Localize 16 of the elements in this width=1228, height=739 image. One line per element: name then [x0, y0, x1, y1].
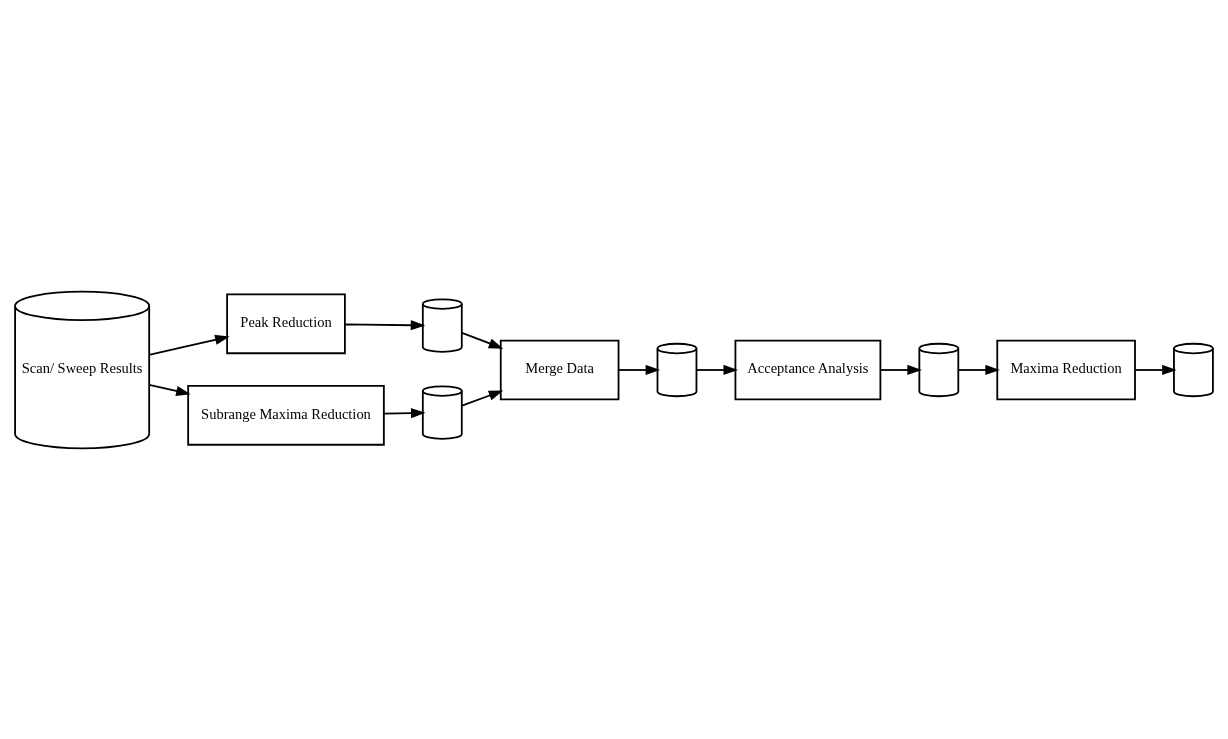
arrow: [1134, 364, 1177, 375]
arrow: [695, 364, 738, 375]
arrow: [957, 364, 1000, 375]
arrow: [461, 331, 504, 349]
arrow: [382, 407, 426, 418]
node-box: Acceptance Analysis: [734, 339, 882, 400]
node-box: Subrange Maxima Reduction: [187, 384, 385, 446]
arrow: [461, 389, 504, 407]
arrow: [617, 364, 661, 375]
node-box: Peak Reduction: [226, 292, 346, 354]
node-box: Maxima Reduction: [996, 339, 1136, 400]
arrow: [148, 334, 230, 356]
arrow: [148, 383, 191, 396]
arrow: [879, 364, 922, 375]
node-box: Merge Data: [499, 339, 620, 400]
arrow: [344, 319, 426, 330]
